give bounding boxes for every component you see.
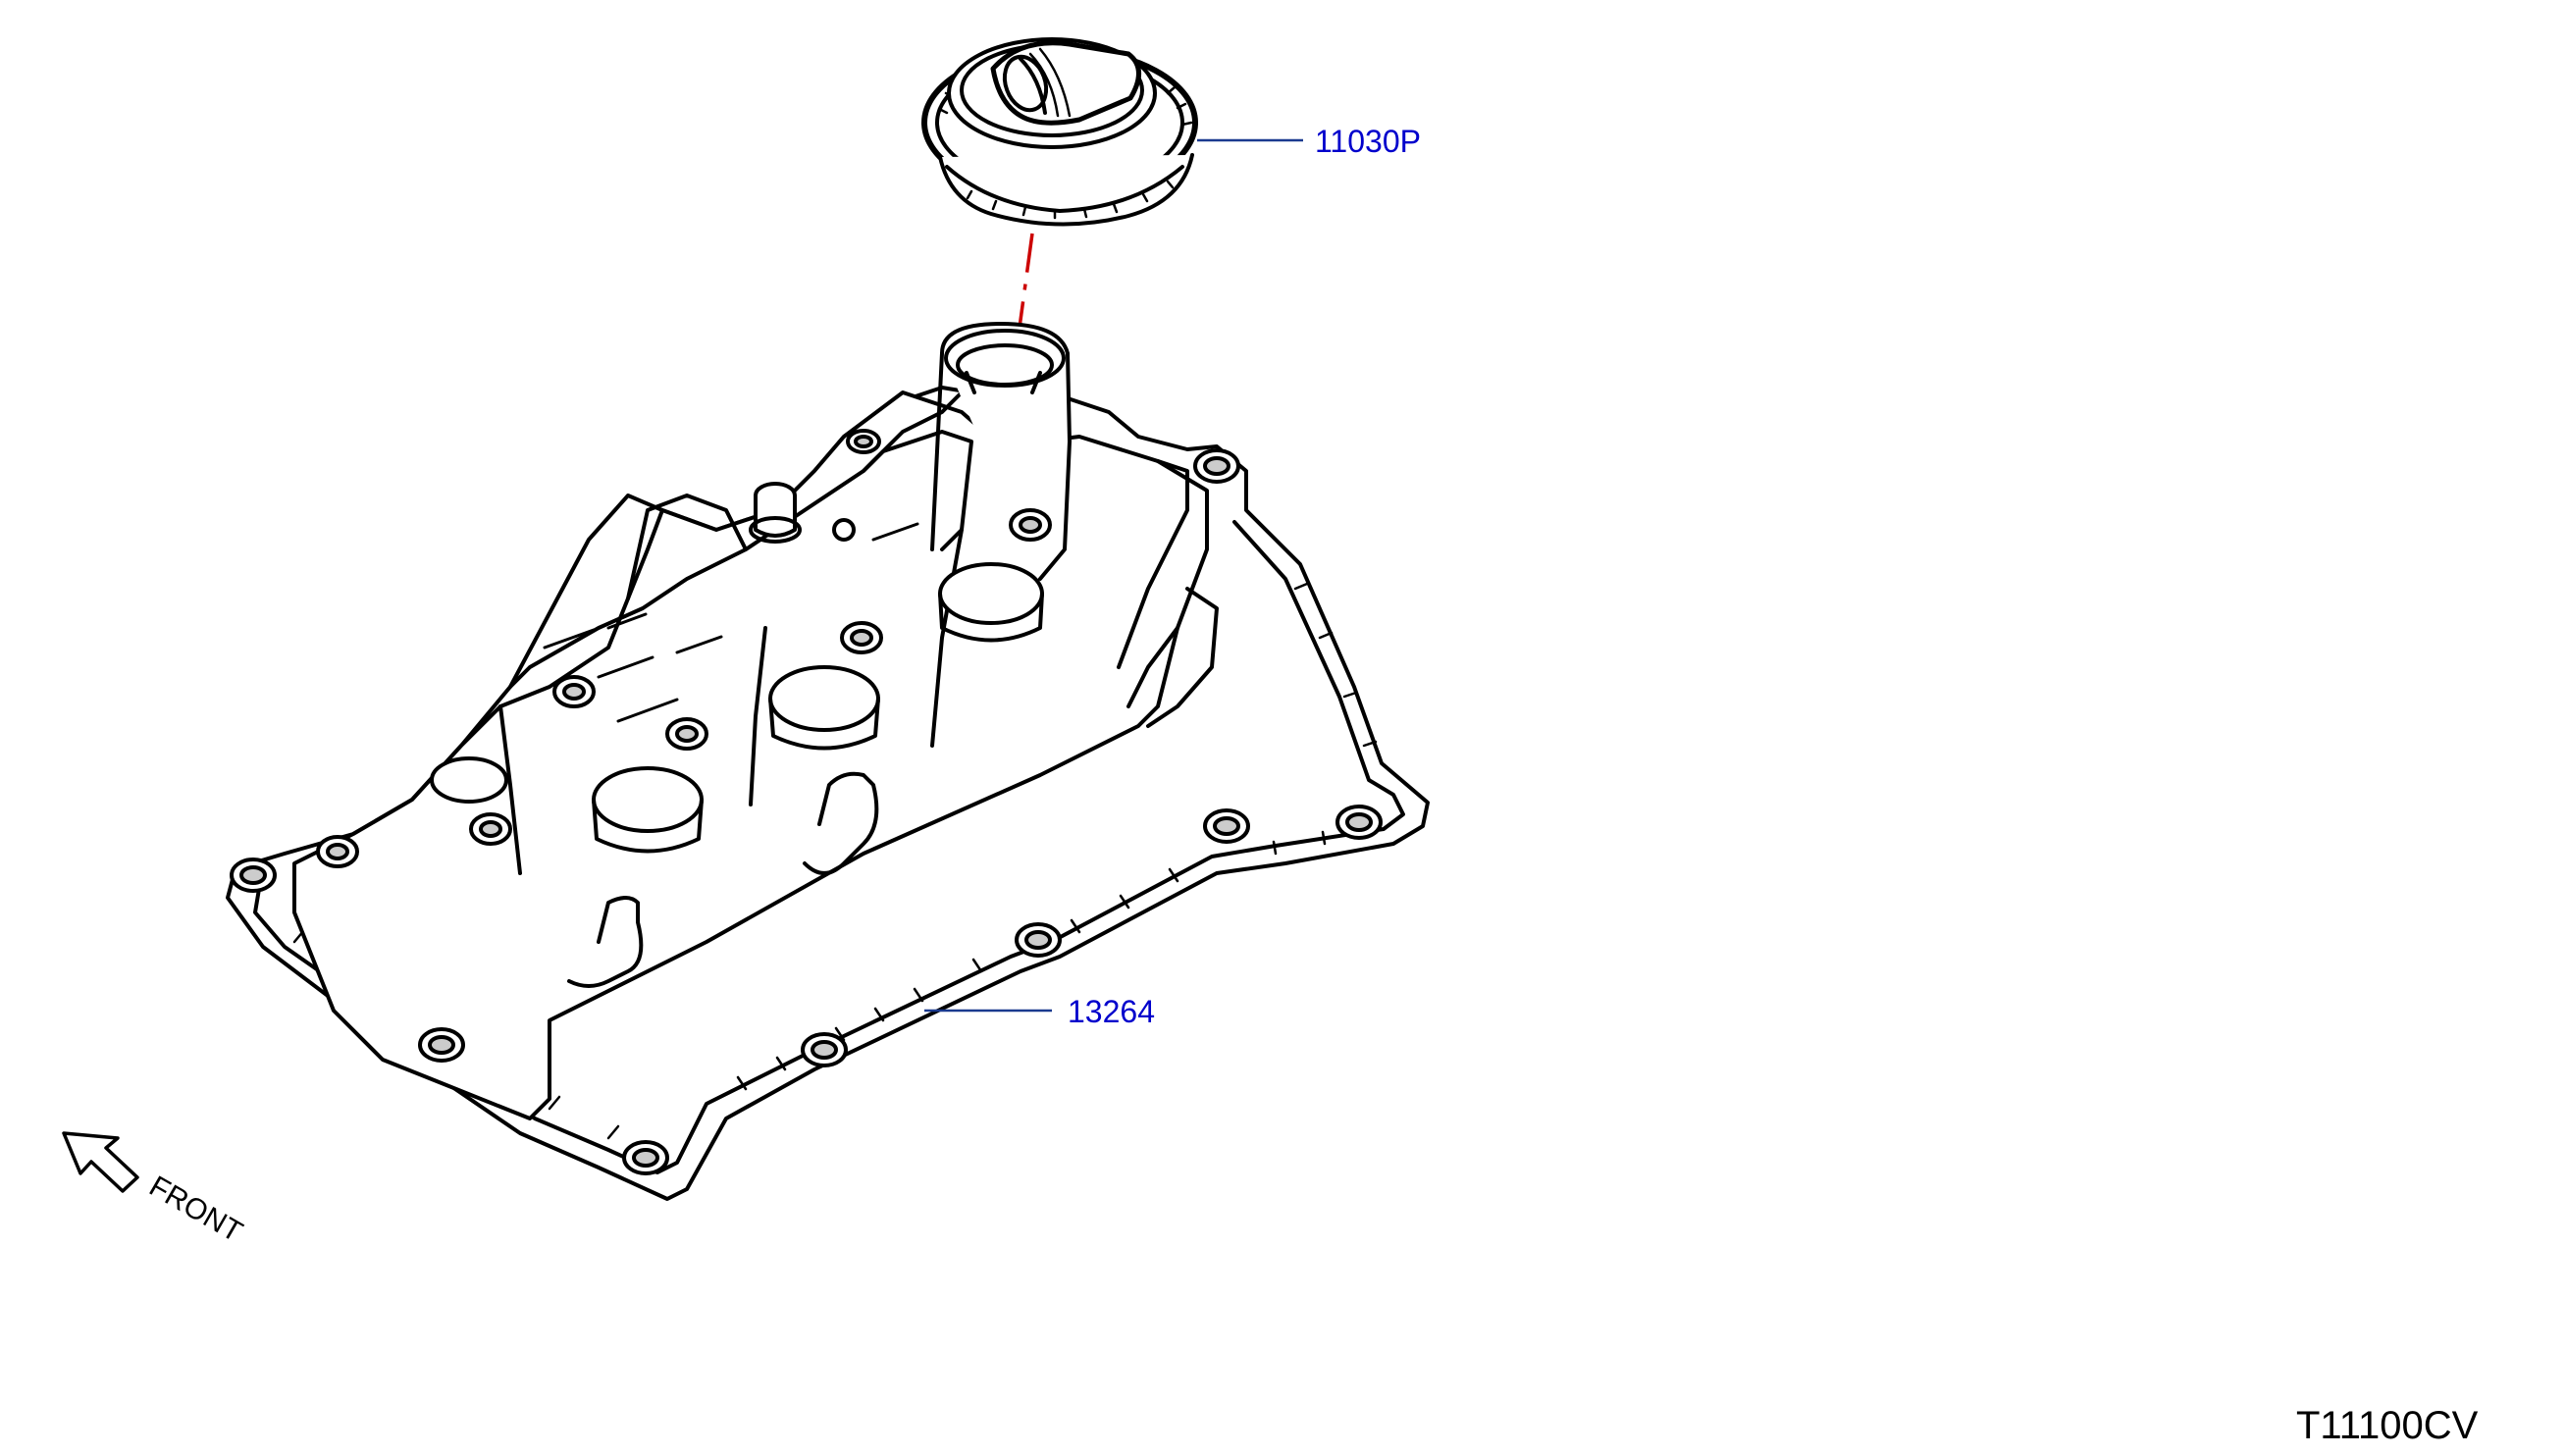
bolt-bosses xyxy=(230,429,1383,1175)
rocker-cover[interactable] xyxy=(226,322,1430,1201)
callout-11030p[interactable]: 11030P xyxy=(1315,124,1421,159)
front-label: FRONT xyxy=(144,1170,248,1248)
reference-code: T11100CV xyxy=(2296,1404,2479,1447)
callout-13264[interactable]: 13264 xyxy=(1068,994,1155,1029)
front-arrow-icon xyxy=(62,1131,139,1193)
oil-filler-cap[interactable] xyxy=(921,37,1198,227)
alignment-line xyxy=(1009,233,1034,393)
